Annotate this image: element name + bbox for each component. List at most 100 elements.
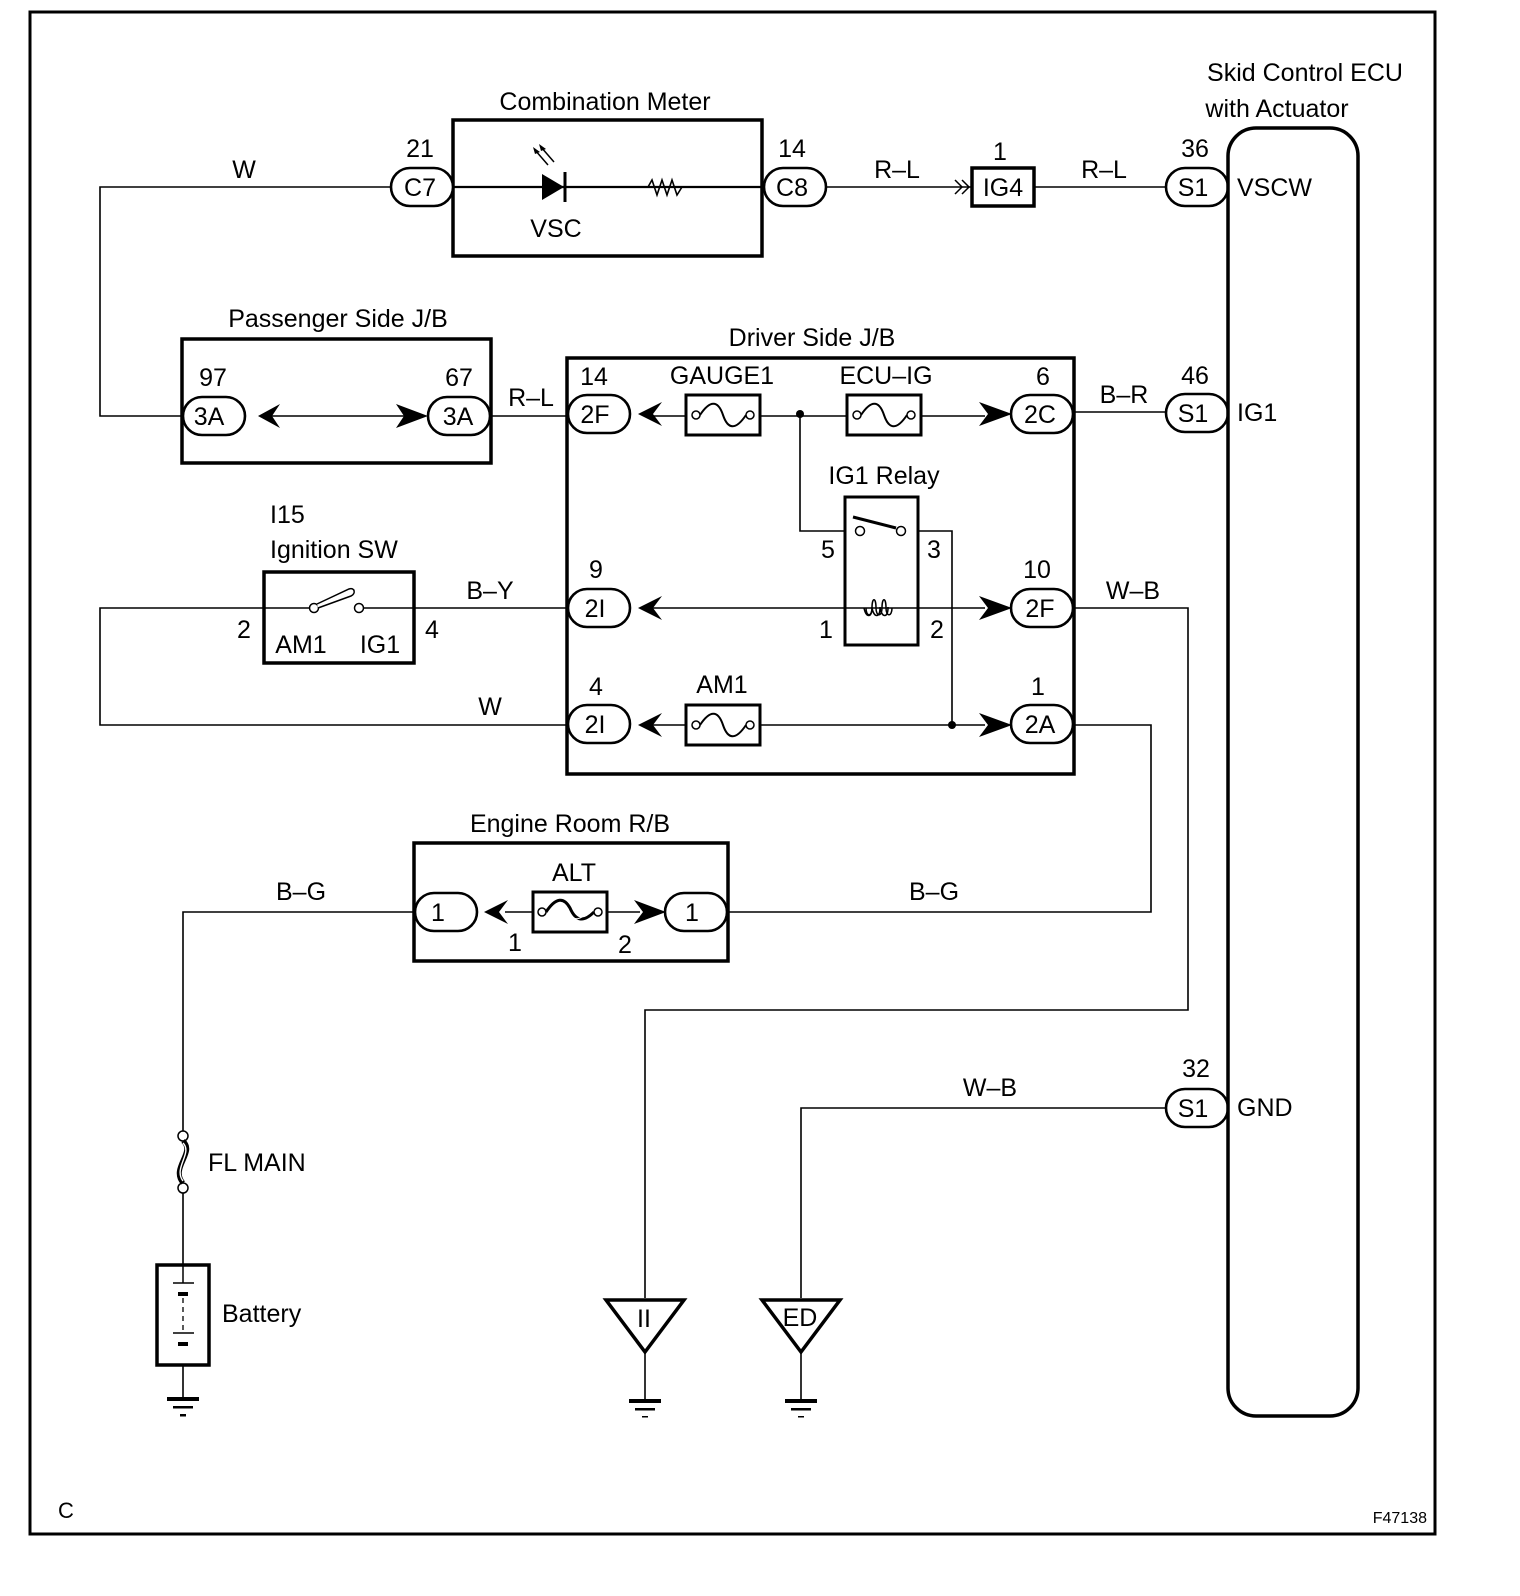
skid-control-ecu: Skid Control ECU with Actuator VSCW IG1 … xyxy=(1204,59,1403,1418)
ig1-relay: IG1 Relay 5 3 1 2 xyxy=(819,462,944,647)
fuse-icon xyxy=(691,712,755,738)
wire-label: R–L xyxy=(508,384,554,412)
relay-pin-1: 1 xyxy=(819,616,833,644)
wire-bg-right xyxy=(727,724,1152,913)
wire-label: B–G xyxy=(276,878,326,906)
connector-ig4-pin: 1 xyxy=(993,138,1007,166)
ignition-sw-pin-2: 2 xyxy=(237,616,251,644)
led-icon xyxy=(533,144,567,202)
male-terminal-icon xyxy=(979,402,1012,426)
connector-engine-1-left[interactable] xyxy=(413,891,479,933)
connector-c8[interactable] xyxy=(762,166,828,208)
ecu-pin-vscw: VSCW xyxy=(1237,174,1312,202)
diagram-frame xyxy=(28,10,1437,1536)
ecu-title-line1: Skid Control ECU xyxy=(1207,59,1403,87)
battery: Battery xyxy=(155,1263,302,1367)
ecu-title-line2: with Actuator xyxy=(1204,95,1348,123)
connector-s1-gnd-pin: 32 xyxy=(1182,1055,1210,1083)
engine-rb-title: Engine Room R/B xyxy=(470,810,670,838)
fl-main-label: FL MAIN xyxy=(208,1149,306,1177)
ground-point-ed[interactable] xyxy=(758,1298,844,1355)
ecu-pin-gnd: GND xyxy=(1237,1094,1293,1122)
ground-icon xyxy=(167,1397,199,1417)
fusible-link-icon xyxy=(537,898,603,921)
wire-wb-2f xyxy=(644,607,1189,1298)
connector-c7-pin: 21 xyxy=(406,135,434,163)
wire-label: B–R xyxy=(1100,381,1149,409)
wire-label: W–B xyxy=(963,1074,1017,1102)
connector-engine-1-right-code: 1 xyxy=(685,899,699,927)
fuse-alt-label: ALT xyxy=(552,859,596,887)
vsc-lamp-label: VSC xyxy=(530,215,581,243)
connector-2a-pin: 1 xyxy=(1031,673,1045,701)
connector-c7[interactable] xyxy=(389,166,455,208)
connector-2f-top[interactable] xyxy=(566,393,632,435)
connector-engine-1-left-code: 1 xyxy=(431,899,445,927)
fuse-am1-label: AM1 xyxy=(696,671,747,699)
connector-2i-bottom[interactable] xyxy=(566,703,632,745)
female-terminal-icon xyxy=(484,900,508,924)
connector-2i-bottom-pin: 4 xyxy=(589,673,603,701)
resistor-icon xyxy=(647,177,683,198)
wire-wb-gnd xyxy=(800,1107,1168,1298)
wire-label: R–L xyxy=(1081,156,1127,184)
connector-c8-code: C8 xyxy=(776,174,808,202)
connector-ig4[interactable] xyxy=(970,166,1036,208)
fuse-gauge1-label: GAUGE1 xyxy=(670,362,774,390)
combination-meter-title: Combination Meter xyxy=(499,88,710,116)
ground-point-ed-label: ED xyxy=(783,1304,818,1332)
wire-label: R–L xyxy=(874,156,920,184)
connector-2i-top-code: 2I xyxy=(585,595,606,623)
connector-2a-code: 2A xyxy=(1025,711,1056,739)
connector-2i-top[interactable] xyxy=(566,587,632,629)
connector-2i-top-pin: 9 xyxy=(589,556,603,584)
corner-code: C xyxy=(58,1498,74,1523)
relay-switch-icon xyxy=(852,515,907,537)
connector-2f-mid[interactable] xyxy=(1009,587,1075,629)
relay-pin-2: 2 xyxy=(930,616,944,644)
relay-pin-5: 5 xyxy=(821,536,835,564)
connector-2f-mid-code: 2F xyxy=(1025,595,1054,623)
wire-label: B–G xyxy=(909,878,959,906)
female-terminal-icon xyxy=(638,402,662,426)
switch-icon xyxy=(308,587,365,614)
connector-3a-left-code: 3A xyxy=(194,403,225,431)
connector-2c[interactable] xyxy=(1009,393,1075,435)
driver-side-jb: Driver Side J/B 2F 14 GAUGE1 ECU–IG 2C 6 xyxy=(565,324,1076,776)
connector-3a-left-pin: 97 xyxy=(199,364,227,392)
ecu-pin-ig1: IG1 xyxy=(1237,399,1277,427)
connector-engine-1-right[interactable] xyxy=(663,891,729,933)
ground-point-ii[interactable] xyxy=(602,1298,688,1355)
female-terminal-icon xyxy=(258,404,280,428)
male-terminal-icon xyxy=(979,713,1012,737)
connector-s1-vscw-pin: 36 xyxy=(1181,135,1209,163)
alt-pin-2: 2 xyxy=(618,931,632,959)
passenger-side-jb: Passenger Side J/B 3A 97 3A 67 xyxy=(180,305,493,465)
wire-junction-relay5 xyxy=(799,414,846,532)
wire-label: B–Y xyxy=(466,577,514,605)
alt-pin-1: 1 xyxy=(508,929,522,957)
wire-bg-left xyxy=(182,911,416,1132)
ground-symbols: II ED xyxy=(167,1298,844,1418)
connector-s1-gnd-code: S1 xyxy=(1178,1095,1209,1123)
fuse-ecu-ig-label: ECU–IG xyxy=(839,362,932,390)
connector-2f-mid-pin: 10 xyxy=(1023,556,1051,584)
ground-point-ii-label: II xyxy=(637,1305,651,1333)
wire-ign-loop xyxy=(99,607,568,726)
ig1-relay-title: IG1 Relay xyxy=(828,462,940,490)
male-terminal-icon xyxy=(396,404,428,428)
wire-label: W xyxy=(232,156,256,184)
connector-3a-left[interactable] xyxy=(181,395,247,437)
relay-coil-winding xyxy=(865,599,893,616)
battery-label: Battery xyxy=(222,1300,302,1328)
connector-2c-code: 2C xyxy=(1024,401,1056,429)
connector-s1-vscw-code: S1 xyxy=(1178,174,1209,202)
connectors: C7 21 C8 14 IG4 1 S1 36 S1 46 S1 32 xyxy=(389,135,1230,1129)
ignition-sw-title: Ignition SW xyxy=(270,536,398,564)
connector-ig4-code: IG4 xyxy=(983,174,1023,202)
connector-2f-top-pin: 14 xyxy=(580,363,608,391)
connector-2a[interactable] xyxy=(1009,703,1075,745)
wire-label: W xyxy=(478,693,502,721)
wire-w-top xyxy=(99,186,392,417)
